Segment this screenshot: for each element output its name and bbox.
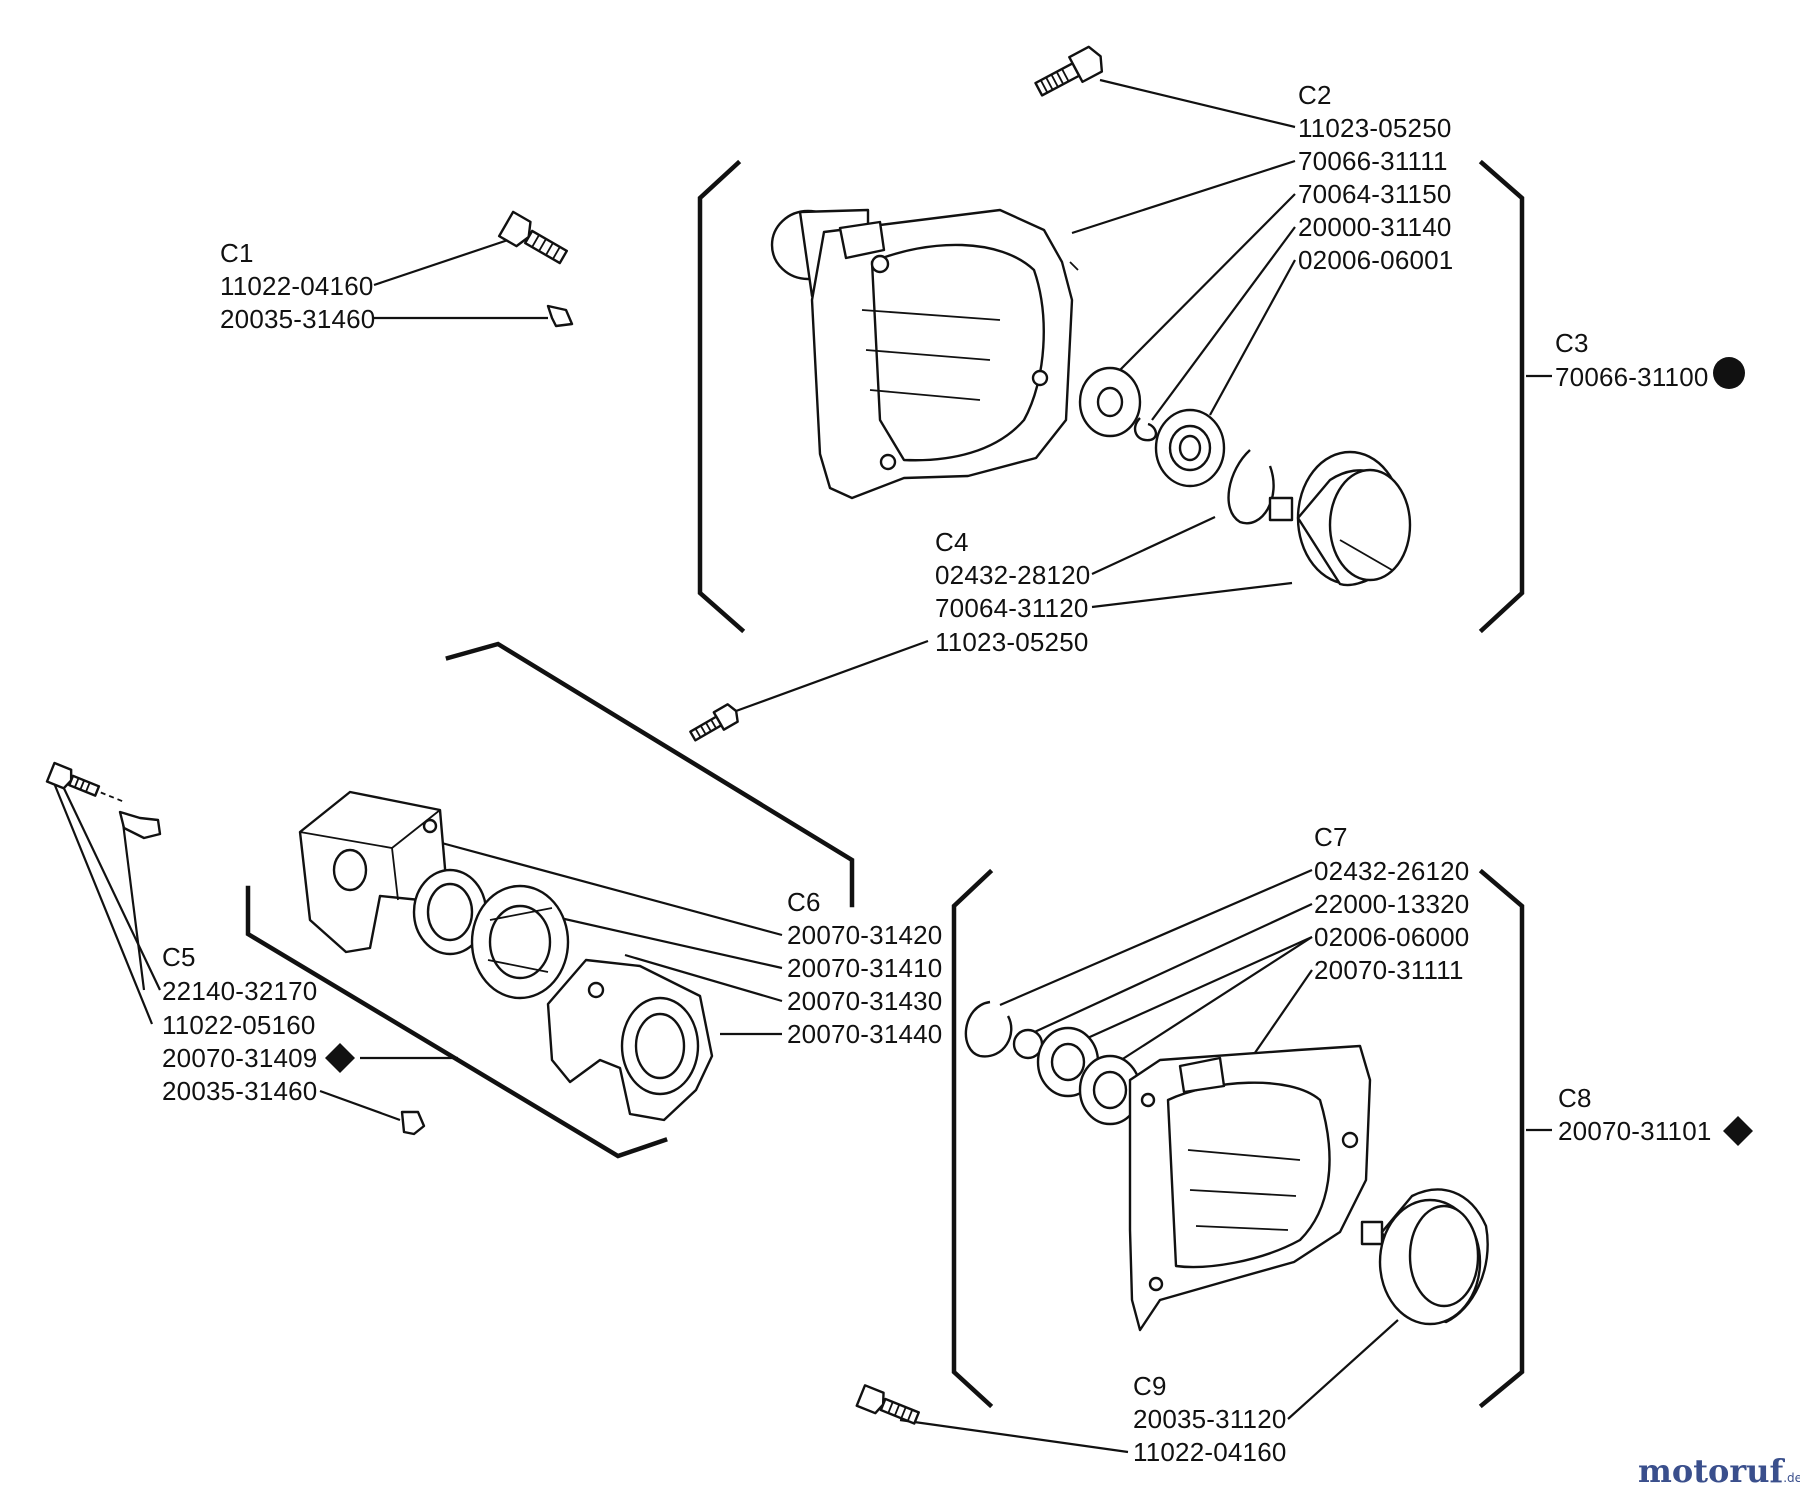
part-number: 20070-31420 — [787, 920, 942, 950]
labels: C1 11022-04160 20035-31460 C2 11023-0525… — [162, 80, 1712, 1467]
bracket-c6-bottom — [245, 885, 668, 1159]
part-number: 70066-31111 — [1298, 146, 1448, 176]
bracket-upper-right — [1478, 159, 1525, 634]
svg-text:motoruf.de: motoruf.de — [1638, 1452, 1800, 1490]
part-number: 11022-05160 — [162, 1010, 316, 1040]
part-number: 20035-31120 — [1133, 1404, 1287, 1434]
part-number: 02006-06001 — [1298, 245, 1453, 275]
clutch-drum-c4 — [1268, 450, 1412, 587]
bearing-c7-b — [1078, 1054, 1142, 1126]
part-number: 20070-31410 — [787, 953, 942, 983]
part-drawings — [45, 45, 1489, 1425]
group-label-c3: C3 — [1555, 328, 1589, 358]
screw-c5 — [45, 761, 126, 804]
watermark-brand: motoruf — [1638, 1452, 1785, 1490]
clip-c1 — [546, 304, 574, 328]
group-label-c5: C5 — [162, 942, 196, 972]
group-label-c8: C8 — [1558, 1083, 1592, 1113]
part-number: 11023-05250 — [1298, 113, 1452, 143]
housing-c6-cover — [298, 790, 448, 954]
bracket-lower-right — [1478, 868, 1525, 1409]
bracket-lower-left — [951, 868, 994, 1409]
circlip-c4 — [1227, 449, 1275, 525]
snap-ring-c2 — [1133, 417, 1158, 442]
screw-c2 — [1034, 45, 1104, 97]
part-number: 20070-31101 — [1558, 1116, 1712, 1146]
group-label-c7: C7 — [1314, 822, 1348, 852]
group-label-c6: C6 — [787, 887, 821, 917]
part-number: 20070-31111 — [1314, 955, 1464, 985]
group-label-c2: C2 — [1298, 80, 1332, 110]
part-number: 11023-05250 — [935, 627, 1089, 657]
part-number: 20035-31460 — [220, 304, 375, 334]
part-number: 22140-32170 — [162, 976, 317, 1006]
group-label-c1: C1 — [220, 238, 254, 268]
part-number: 02006-06000 — [1314, 922, 1469, 952]
clip-c5 — [118, 810, 162, 840]
leader-lines — [52, 78, 1552, 1454]
washer-c2 — [1078, 366, 1142, 438]
bearing-c2 — [1154, 408, 1226, 488]
circlip-c7 — [964, 1000, 1013, 1058]
screw-c9 — [855, 1384, 920, 1425]
part-number: 02432-28120 — [935, 560, 1090, 590]
group-label-c4: C4 — [935, 527, 969, 557]
part-number: 22000-13320 — [1314, 889, 1469, 919]
part-number: 20035-31460 — [162, 1076, 317, 1106]
screw-c4 — [689, 703, 739, 742]
part-number: 20000-31140 — [1298, 212, 1452, 242]
housing-c6-base — [546, 958, 714, 1122]
part-number: 70064-31150 — [1298, 179, 1452, 209]
coil-c6 — [412, 868, 488, 956]
part-number: 70066-31100 — [1555, 362, 1709, 392]
part-number: 20070-31430 — [787, 986, 942, 1016]
clip-c5-bottom — [400, 1110, 426, 1136]
part-number: 11022-04160 — [1133, 1437, 1287, 1467]
part-number: 70064-31120 — [935, 593, 1089, 623]
pulley-c6 — [470, 884, 570, 1000]
watermark-suffix: .de — [1783, 1471, 1800, 1485]
upper-crankcase-housing — [770, 208, 1079, 500]
part-number: 20070-31409 — [162, 1043, 317, 1073]
diamond-marker-c8 — [1723, 1116, 1753, 1146]
part-number: 02432-26120 — [1314, 856, 1469, 886]
group-label-c9: C9 — [1133, 1371, 1167, 1401]
watermark-logo: motoruf.de — [1638, 1452, 1800, 1490]
filled-circle-marker — [1713, 357, 1745, 389]
clutch-drum-c9 — [1360, 1188, 1489, 1326]
diamond-marker-c5 — [325, 1043, 355, 1073]
bracket-c6-top — [445, 641, 855, 908]
screw-c1 — [497, 210, 569, 265]
part-number: 20070-31440 — [787, 1019, 942, 1049]
bracket-upper-left — [697, 159, 746, 634]
lower-crankcase-housing — [1128, 1044, 1372, 1332]
markers — [325, 357, 1753, 1146]
part-number: 11022-04160 — [220, 271, 374, 301]
brackets — [245, 159, 1525, 1409]
